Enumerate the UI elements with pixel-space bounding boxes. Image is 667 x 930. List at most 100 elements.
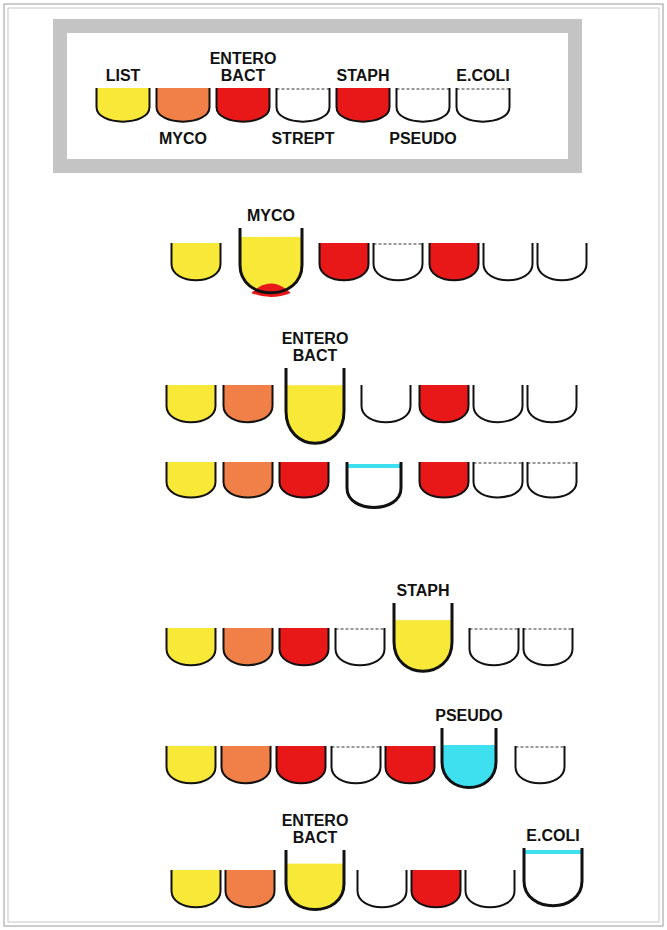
cup-fill — [420, 385, 469, 422]
cup-fill — [528, 385, 577, 422]
cup-fill — [332, 746, 381, 783]
well-shape — [395, 88, 451, 126]
test-well — [430, 243, 479, 280]
cup-outline — [280, 628, 329, 665]
cup-fill — [524, 628, 573, 665]
cup-outline — [167, 385, 216, 422]
cup-outline — [474, 385, 523, 422]
page-frame — [4, 4, 663, 926]
dashed-rim — [374, 243, 423, 245]
cup-outline — [320, 243, 369, 280]
test-well — [466, 870, 515, 907]
cup-fill — [224, 628, 273, 665]
cup-empty — [395, 602, 451, 620]
dashed-rim — [457, 88, 510, 90]
test-well — [332, 746, 381, 783]
test-well — [277, 746, 326, 783]
test-well — [347, 462, 401, 508]
test-well — [226, 870, 275, 907]
cup-outline — [474, 462, 523, 497]
cup-outline — [167, 462, 216, 497]
cup-outline — [224, 462, 273, 497]
surface-ring — [348, 464, 400, 468]
test-well: PSEUDO — [435, 707, 503, 796]
cup-outline — [358, 870, 407, 907]
cup-outline — [394, 603, 452, 671]
cup-fill — [97, 88, 150, 122]
cup-fill — [528, 462, 577, 497]
cup-fill — [524, 848, 582, 906]
test-well: E.COLI — [455, 67, 511, 126]
well-shape — [335, 88, 391, 126]
cup-empty — [443, 727, 495, 745]
cup-outline — [277, 88, 330, 122]
cup-outline — [362, 385, 411, 422]
cup-fill — [466, 870, 515, 907]
test-well — [412, 870, 461, 907]
test-well: MYCO — [155, 88, 211, 147]
cup-outline — [97, 88, 150, 122]
well-label: STAPH — [396, 582, 449, 599]
cup-outline — [412, 870, 461, 907]
test-well — [528, 462, 577, 497]
test-well — [280, 462, 329, 497]
cup-fill — [240, 228, 302, 293]
well-label: STAPH — [336, 67, 389, 84]
test-well — [280, 628, 329, 665]
test-well — [420, 462, 469, 497]
well-label: STREPT — [271, 130, 334, 147]
cup-outline — [347, 462, 401, 508]
well-shape — [284, 850, 346, 918]
test-well — [167, 462, 216, 497]
cup-fill — [347, 462, 401, 508]
test-well — [224, 628, 273, 665]
cup-fill — [484, 243, 533, 280]
cup-fill — [222, 746, 271, 783]
dashed-rim — [277, 88, 330, 90]
test-well — [524, 628, 573, 665]
well-label: MYCO — [247, 207, 295, 224]
cup-fill — [430, 243, 479, 280]
cup-outline — [374, 243, 423, 280]
cup-outline — [420, 385, 469, 422]
cup-outline — [286, 850, 344, 910]
test-well: STAPH — [335, 67, 391, 126]
test-well — [484, 243, 533, 280]
cup-fill — [538, 243, 587, 280]
cup-fill — [457, 88, 510, 122]
dashed-rim — [524, 628, 573, 630]
cup-outline — [332, 746, 381, 783]
well-label: E.COLI — [456, 67, 509, 84]
cup-fill — [442, 728, 496, 788]
test-well: ENTERO BACT — [210, 50, 277, 126]
cup-empty — [287, 849, 343, 864]
cup-outline — [224, 385, 273, 422]
cup-fill — [286, 368, 344, 443]
well-shape — [392, 603, 454, 681]
cup-outline — [528, 385, 577, 422]
cup-fill — [394, 603, 452, 671]
test-well — [224, 462, 273, 497]
test-well: LIST — [95, 67, 151, 126]
cup-fill — [412, 870, 461, 907]
dashed-rim — [396, 88, 449, 90]
cup-fill — [172, 243, 221, 280]
cup-outline — [396, 88, 449, 122]
well-shape — [284, 368, 346, 454]
cup-outline — [280, 462, 329, 497]
dashed-rim — [528, 462, 577, 464]
test-well — [362, 385, 411, 422]
cup-outline — [157, 88, 210, 122]
cup-outline — [466, 870, 515, 907]
cup-outline — [286, 368, 344, 443]
test-well — [386, 746, 435, 783]
cup-fill — [386, 746, 435, 783]
cup-fill — [374, 243, 423, 280]
cup-outline — [442, 728, 496, 788]
cup-outline — [226, 870, 275, 907]
cup-outline — [516, 746, 565, 783]
test-well — [420, 385, 469, 422]
well-label: PSEUDO — [435, 707, 503, 724]
test-well — [172, 243, 221, 280]
